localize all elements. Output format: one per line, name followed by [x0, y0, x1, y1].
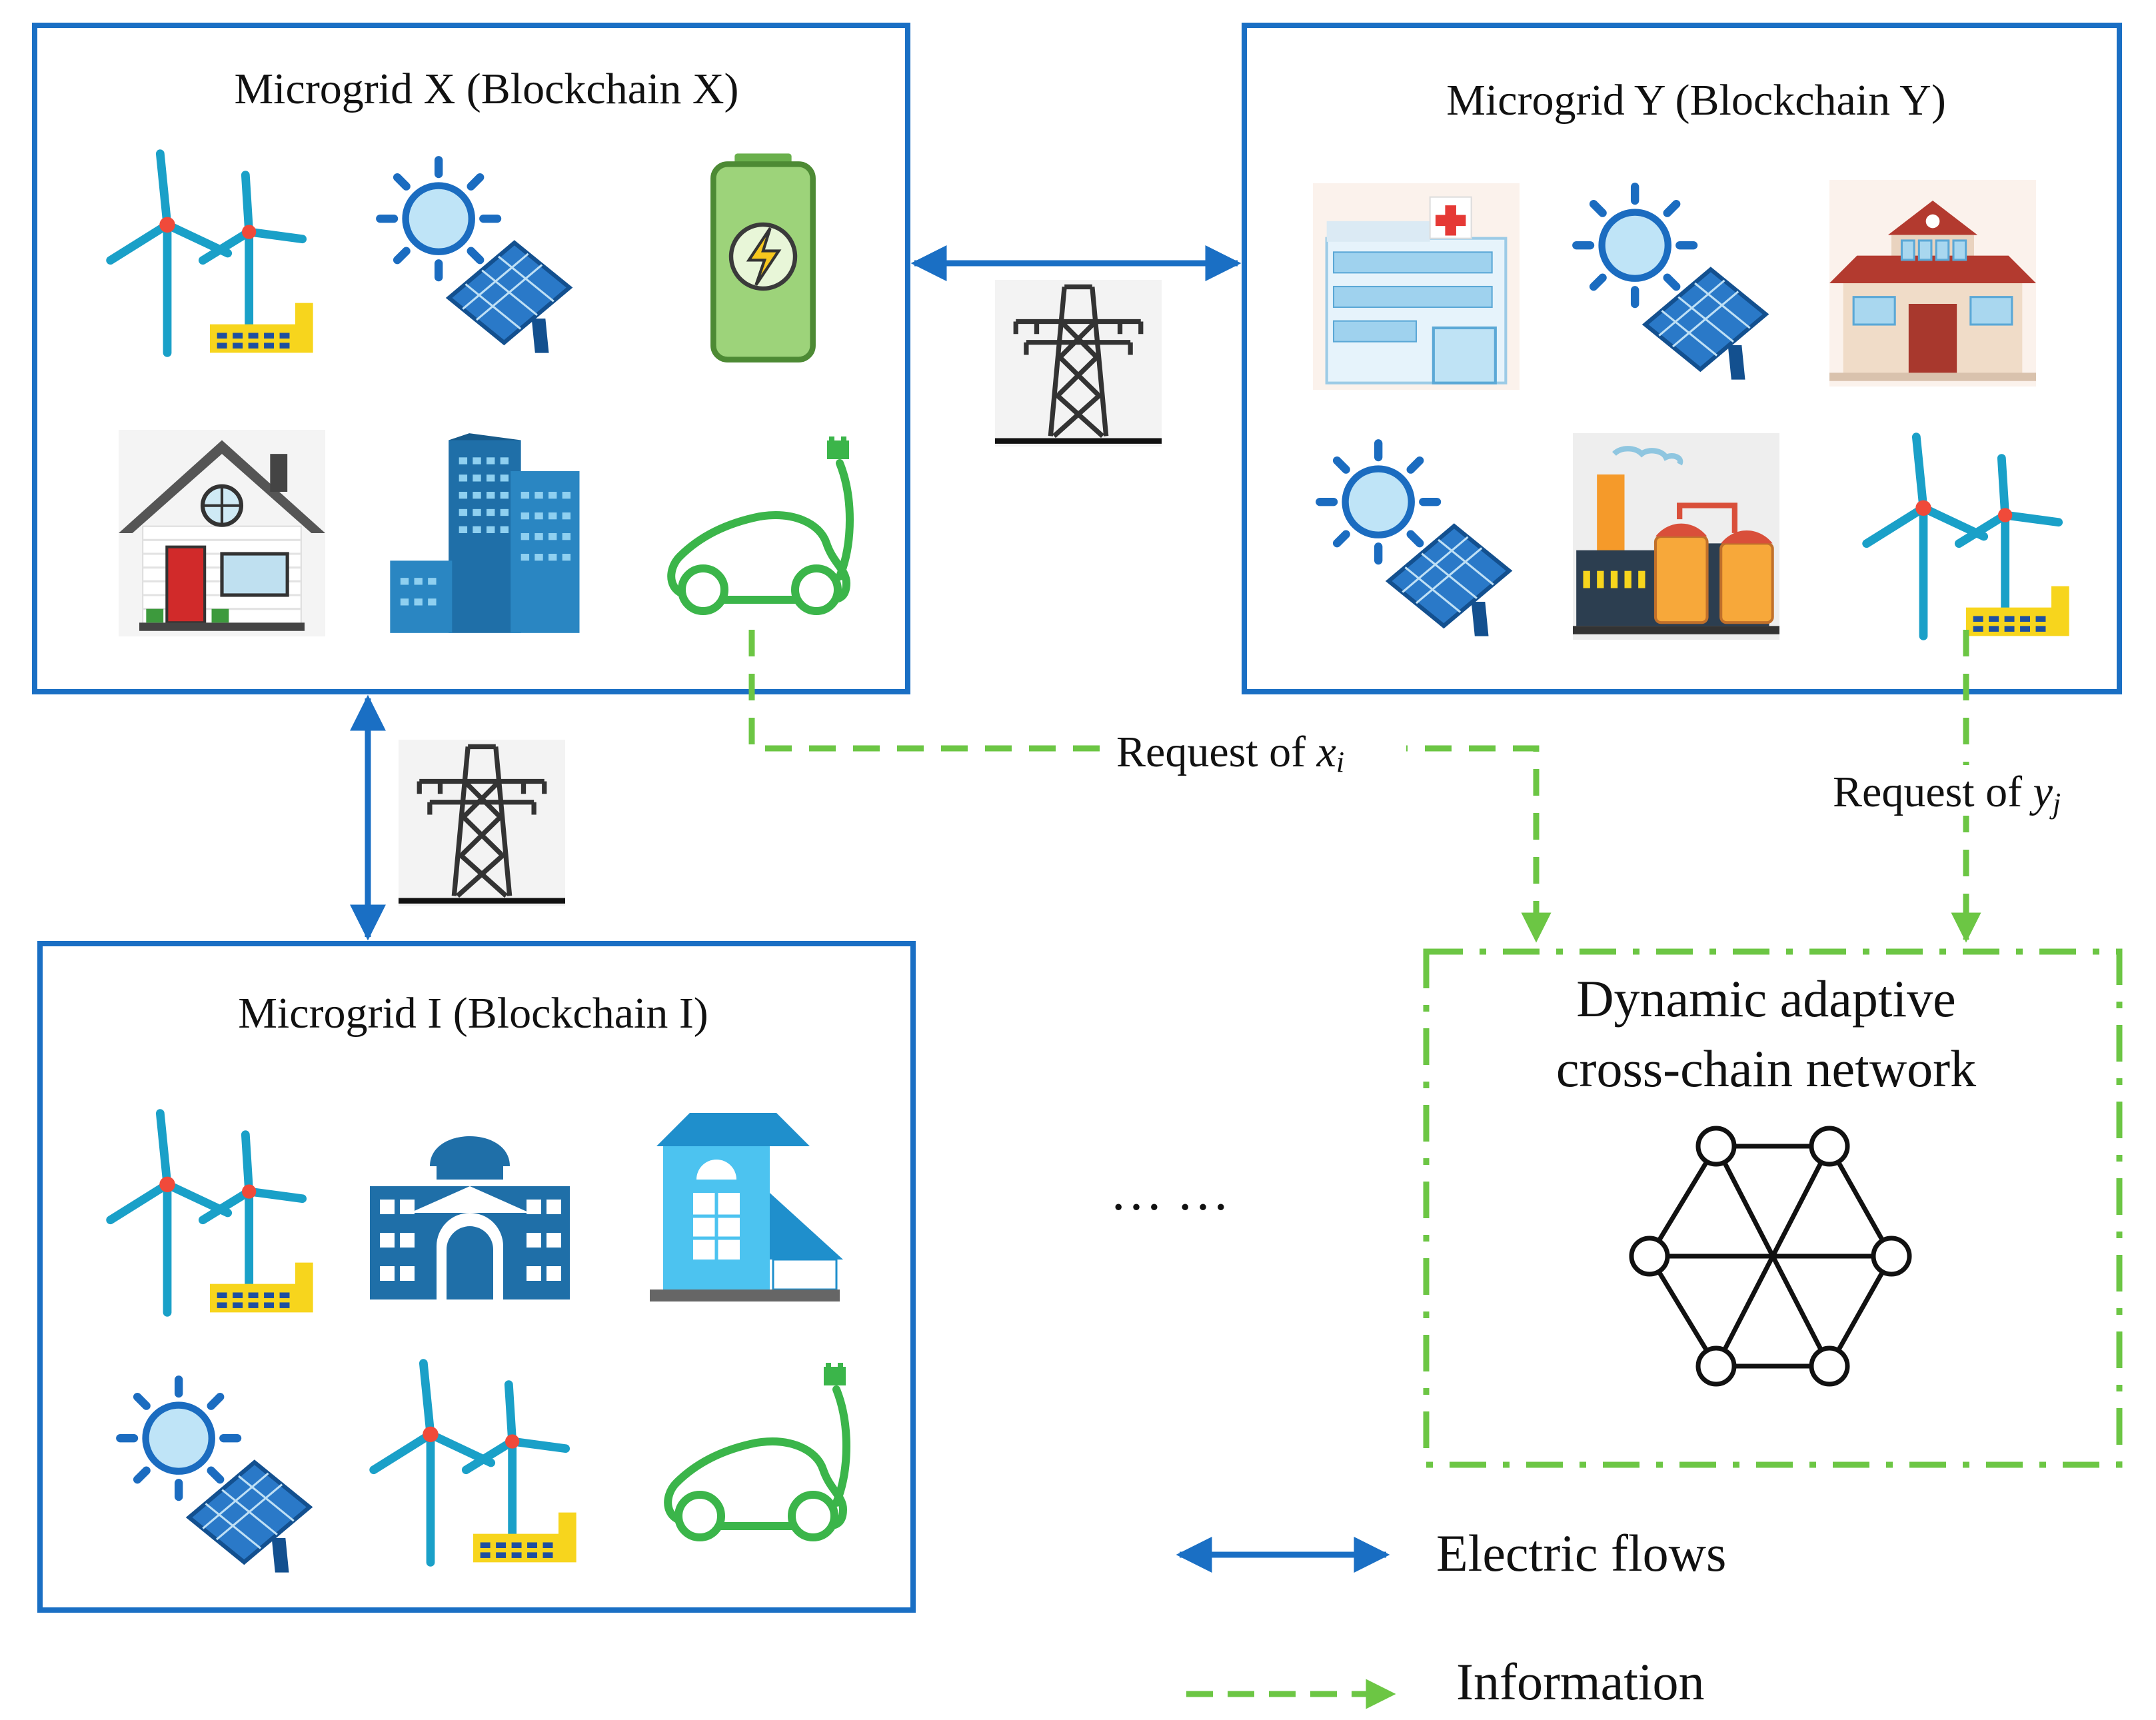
house-icon — [119, 430, 325, 636]
microgrid-i-border — [37, 941, 916, 1613]
wind-turbine-icon — [1867, 437, 2069, 636]
microgrid-x-border — [32, 23, 910, 694]
info-link-x-request — [748, 630, 1552, 943]
legend: Electric flows Information — [1176, 1524, 1726, 1711]
wind-turbine-icon — [111, 154, 313, 353]
microgrid-i-title: Microgrid I (Blockchain I) — [238, 989, 708, 1038]
solar-panel-icon — [1320, 443, 1509, 636]
legend-electric-label: Electric flows — [1436, 1524, 1726, 1582]
hospital-icon — [1313, 183, 1520, 390]
school-icon — [1828, 180, 2037, 387]
transmission-tower-icon — [995, 280, 1162, 446]
transmission-tower-icon — [399, 740, 565, 906]
wind-turbine-icon — [374, 1363, 576, 1563]
microgrid-y-border — [1242, 23, 2122, 694]
electric-car-icon — [671, 436, 850, 611]
legend-information-label: Information — [1456, 1653, 1705, 1711]
request-y-label: Request of yj — [1833, 768, 2061, 820]
microgrid-i-box: Microgrid I (Blockchain I) — [37, 941, 916, 1613]
cross-chain-network-box: Dynamic adaptive cross-chain network — [1423, 948, 2123, 1468]
network-title-line1: Dynamic adaptive — [1576, 970, 1956, 1028]
request-x-label: Request of xi — [1116, 728, 1344, 778]
microgrid-y-title: Microgrid Y (Blockchain Y) — [1446, 76, 1946, 125]
electric-car-icon — [668, 1363, 846, 1537]
network-graph-icon — [1629, 1126, 1912, 1387]
government-building-icon — [370, 1136, 570, 1299]
microgrid-x-title: Microgrid X (Blockchain X) — [235, 65, 739, 113]
wind-turbine-icon — [111, 1114, 313, 1313]
house-icon — [650, 1113, 843, 1301]
network-title-line2: cross-chain network — [1556, 1040, 1976, 1098]
solar-panel-icon — [120, 1379, 309, 1572]
office-building-icon — [390, 433, 580, 633]
microgrid-y-box: Microgrid Y (Blockchain Y) — [1242, 23, 2122, 694]
solar-panel-icon — [380, 160, 569, 353]
solar-panel-icon — [1576, 187, 1765, 379]
microgrid-x-box: Microgrid X (Blockchain X) — [32, 23, 910, 694]
request-x-label-bg — [1113, 726, 1406, 773]
factory-icon — [1573, 433, 1779, 640]
more-microgrids-ellipsis: … … — [1110, 1163, 1230, 1222]
cross-chain-network-border — [1423, 948, 2123, 1468]
battery-icon — [713, 153, 812, 359]
request-y-label-bg — [1829, 765, 2109, 816]
